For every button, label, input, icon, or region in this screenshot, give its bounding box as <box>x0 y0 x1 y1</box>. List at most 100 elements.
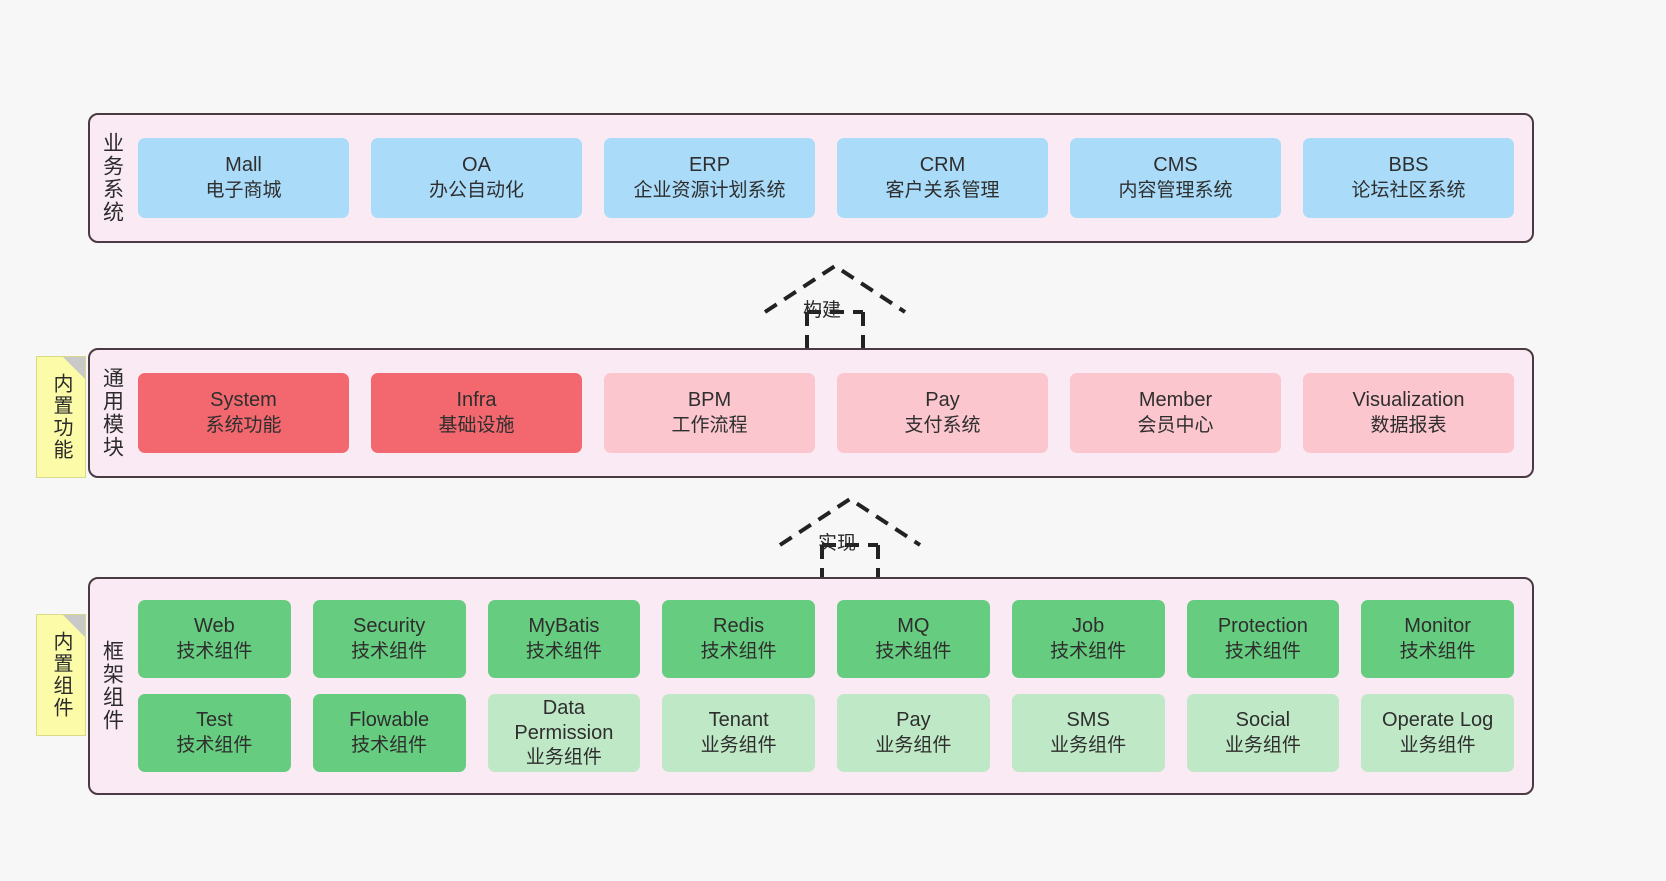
layer-framework-components: 框架组件 Web 技术组件 Security 技术组件 MyBatis 技术组件… <box>88 577 1534 795</box>
module-subtitle: 电子商城 <box>205 179 282 201</box>
module-name: CMS <box>1153 154 1198 177</box>
component-card-tenant[interactable]: Tenant 业务组件 <box>662 694 815 772</box>
component-name: Protection <box>1217 615 1308 638</box>
connector-build-arrow-icon <box>763 263 907 348</box>
component-subtitle: 技术组件 <box>1399 640 1476 662</box>
module-subtitle: 内容管理系统 <box>1118 179 1233 201</box>
connector-build: 构建 <box>755 260 915 348</box>
component-name: Security <box>353 615 426 638</box>
component-name: Operate Log <box>1382 709 1494 732</box>
module-card-pay[interactable]: Pay 支付系统 <box>837 373 1048 453</box>
component-card-mybatis[interactable]: MyBatis 技术组件 <box>487 600 641 678</box>
component-card-web[interactable]: Web 技术组件 <box>138 600 291 678</box>
component-subtitle: 业务组件 <box>1050 734 1127 756</box>
note-fold-corner-icon <box>63 615 85 637</box>
component-name: Pay <box>896 709 931 732</box>
card-row: System 系统功能 Infra 基础设施 BPM 工作流程 Pay 支付系统… <box>138 373 1514 453</box>
component-subtitle: 业务组件 <box>875 734 952 756</box>
component-card-job[interactable]: Job 技术组件 <box>1011 600 1165 678</box>
module-name: OA <box>462 154 491 177</box>
layer-title-business-systems: 业务系统 <box>100 132 124 224</box>
module-name: Infra <box>456 389 497 412</box>
component-subtitle: 技术组件 <box>1050 640 1127 662</box>
card-row: Test 技术组件 Flowable 技术组件 Data Permission … <box>138 694 1514 772</box>
layer-title-common-modules: 通用模块 <box>100 367 124 459</box>
card-row: Mall 电子商城 OA 办公自动化 ERP 企业资源计划系统 CRM 客户关系… <box>138 138 1514 218</box>
component-card-test[interactable]: Test 技术组件 <box>138 694 291 772</box>
module-card-bbs[interactable]: BBS 论坛社区系统 <box>1303 138 1514 218</box>
module-subtitle: 会员中心 <box>1137 414 1214 436</box>
module-card-cms[interactable]: CMS 内容管理系统 <box>1070 138 1281 218</box>
module-card-mall[interactable]: Mall 电子商城 <box>138 138 349 218</box>
module-name: Member <box>1138 389 1213 412</box>
component-subtitle: 技术组件 <box>525 640 602 662</box>
component-name: Tenant <box>708 709 769 732</box>
component-subtitle: 业务组件 <box>700 734 777 756</box>
module-card-crm[interactable]: CRM 客户关系管理 <box>837 138 1048 218</box>
module-card-visualization[interactable]: Visualization 数据报表 <box>1303 373 1514 453</box>
connector-implement-arrow-icon <box>778 496 922 581</box>
component-card-operate-log[interactable]: Operate Log 业务组件 <box>1361 694 1514 772</box>
component-card-pay[interactable]: Pay 业务组件 <box>837 694 990 772</box>
component-name: Flowable <box>349 709 430 732</box>
module-card-erp[interactable]: ERP 企业资源计划系统 <box>604 138 815 218</box>
module-subtitle: 基础设施 <box>438 414 515 436</box>
component-name: Redis <box>713 615 765 638</box>
module-card-oa[interactable]: OA 办公自动化 <box>371 138 582 218</box>
module-name: Pay <box>925 389 960 412</box>
component-subtitle: 技术组件 <box>875 640 952 662</box>
component-card-security[interactable]: Security 技术组件 <box>312 600 466 678</box>
note-fold-corner-icon <box>63 357 85 379</box>
component-card-mq[interactable]: MQ 技术组件 <box>837 600 990 678</box>
module-name: Mall <box>225 154 262 177</box>
component-subtitle: 业务组件 <box>1224 734 1301 756</box>
layer-title-framework-components: 框架组件 <box>100 640 124 732</box>
module-card-infra[interactable]: Infra 基础设施 <box>371 373 582 453</box>
component-card-sms[interactable]: SMS 业务组件 <box>1011 694 1165 772</box>
note-label: 内置组件 <box>50 631 72 719</box>
module-card-member[interactable]: Member 会员中心 <box>1070 373 1281 453</box>
module-name: CRM <box>919 154 966 177</box>
component-subtitle: 业务组件 <box>525 747 602 769</box>
note-label: 内置功能 <box>50 373 72 461</box>
card-row: Web 技术组件 Security 技术组件 MyBatis 技术组件 Redi… <box>138 600 1514 678</box>
module-subtitle: 客户关系管理 <box>885 179 1000 201</box>
component-subtitle: 业务组件 <box>1399 734 1476 756</box>
component-card-redis[interactable]: Redis 技术组件 <box>662 600 815 678</box>
component-subtitle: 技术组件 <box>1224 640 1301 662</box>
connector-implement: 实现 <box>770 493 930 581</box>
component-name: Job <box>1072 615 1105 638</box>
component-subtitle: 技术组件 <box>176 640 253 662</box>
component-card-monitor[interactable]: Monitor 技术组件 <box>1361 600 1514 678</box>
component-name: Test <box>196 709 233 732</box>
module-card-system[interactable]: System 系统功能 <box>138 373 349 453</box>
component-name: Web <box>193 615 235 638</box>
layer-common-modules: 通用模块 System 系统功能 Infra 基础设施 BPM 工作流程 Pay… <box>88 348 1534 478</box>
layer-body-business-systems: Mall 电子商城 OA 办公自动化 ERP 企业资源计划系统 CRM 客户关系… <box>132 115 1532 241</box>
module-subtitle: 支付系统 <box>904 414 981 436</box>
component-name: MyBatis <box>528 615 600 638</box>
note-builtin-features: 内置功能 <box>36 356 86 478</box>
module-name: Visualization <box>1352 389 1465 412</box>
component-card-protection[interactable]: Protection 技术组件 <box>1186 600 1340 678</box>
component-subtitle: 技术组件 <box>700 640 777 662</box>
module-subtitle: 论坛社区系统 <box>1351 179 1466 201</box>
connector-build-label: 构建 <box>803 300 842 321</box>
note-builtin-components: 内置组件 <box>36 614 86 736</box>
layer-business-systems: 业务系统 Mall 电子商城 OA 办公自动化 ERP 企业资源计划系统 CRM… <box>88 113 1534 243</box>
component-name: Monitor <box>1404 615 1471 638</box>
component-card-data-permission[interactable]: Data Permission 业务组件 <box>487 694 641 772</box>
module-card-bpm[interactable]: BPM 工作流程 <box>604 373 815 453</box>
module-subtitle: 企业资源计划系统 <box>633 179 786 201</box>
module-subtitle: 工作流程 <box>671 414 748 436</box>
module-subtitle: 数据报表 <box>1370 414 1447 436</box>
component-card-social[interactable]: Social 业务组件 <box>1186 694 1340 772</box>
component-subtitle: 技术组件 <box>351 734 428 756</box>
module-name: BPM <box>687 389 732 412</box>
component-card-flowable[interactable]: Flowable 技术组件 <box>312 694 466 772</box>
module-name: BBS <box>1388 154 1429 177</box>
component-name: SMS <box>1066 709 1110 732</box>
module-name: System <box>210 389 277 412</box>
module-name: ERP <box>688 154 731 177</box>
